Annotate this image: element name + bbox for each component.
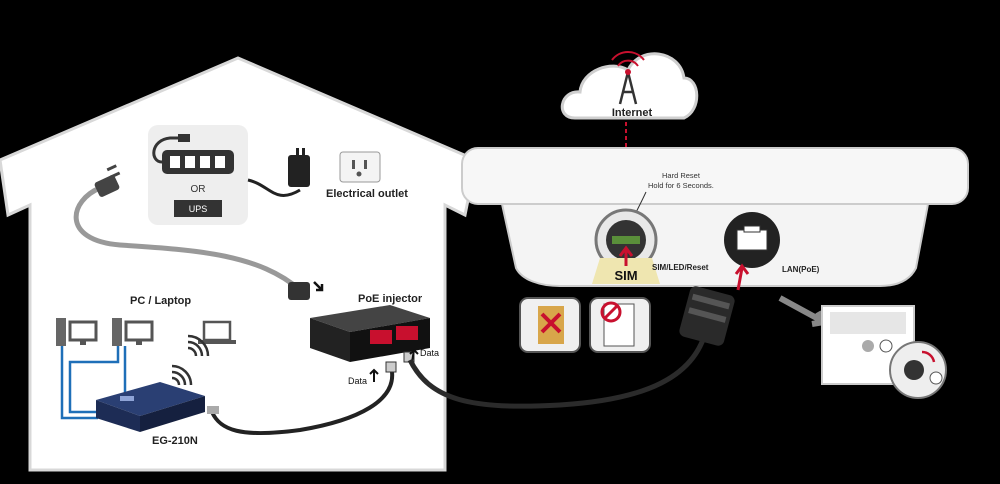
antenna-tower-icon [611, 51, 645, 105]
iec-connector-icon [288, 282, 310, 300]
hard-reset-label: Hard Reset [662, 171, 701, 180]
lan-port-label: LAN(PoE) [782, 265, 820, 274]
poe-cable [407, 319, 711, 409]
power-plug-icon [94, 164, 121, 197]
router-device [96, 382, 205, 432]
sim-card-label-box: SIM [592, 258, 660, 284]
sim-no-card-icon [589, 297, 651, 353]
electrical-outlet-label: Electrical outlet [326, 188, 408, 200]
data-label-left: Data [348, 376, 367, 386]
lan-port [724, 212, 780, 268]
data-cable-router-injector [210, 371, 395, 436]
wifi-icon [171, 364, 193, 386]
router-label: EG-210N [152, 435, 198, 447]
internet-label: Internet [612, 107, 653, 119]
desktop-pc-icon [112, 318, 154, 346]
rj45-plug-icon [207, 406, 219, 414]
rj45-plug-icon [385, 361, 397, 373]
outdoor-cpe-device [461, 147, 969, 287]
hard-reset-hint: Hold for 6 Seconds. [648, 181, 714, 190]
connector-arrow-icon [313, 281, 324, 292]
sim-label: SIM [614, 268, 637, 283]
sim-port-label: SIM/LED/Reset [652, 263, 709, 272]
wall-outlet-icon [339, 151, 381, 183]
data-arrow-icon [369, 368, 379, 382]
desktop-pc-icon [56, 318, 98, 346]
data-label-right: Data [420, 348, 439, 358]
wifi-icon [187, 334, 210, 357]
lan-insert-arrow-icon [734, 263, 750, 291]
detail-view [821, 305, 947, 399]
power-strip-icon [152, 134, 234, 174]
pc-laptop-label: PC / Laptop [130, 295, 191, 307]
sim-insert-arrow-icon [618, 245, 634, 266]
power-cord [73, 185, 302, 292]
adapter-cord [247, 178, 301, 197]
house-outline [0, 56, 478, 472]
sim-wrong-size-icon [519, 297, 581, 353]
ups-label: UPS [189, 204, 208, 214]
internet-cloud: Internet [560, 51, 699, 120]
power-adapter-icon [288, 148, 310, 187]
poe-injector-label: PoE injector [358, 293, 423, 305]
power-source-panel: OR UPS [148, 125, 248, 225]
zoom-arrow-icon [778, 295, 833, 330]
or-label: OR [191, 184, 206, 195]
poe-injector-device [310, 305, 430, 362]
ups-box [174, 200, 222, 217]
lan-cables [60, 346, 127, 420]
laptop-icon [198, 320, 236, 344]
cable-gland [679, 286, 735, 346]
